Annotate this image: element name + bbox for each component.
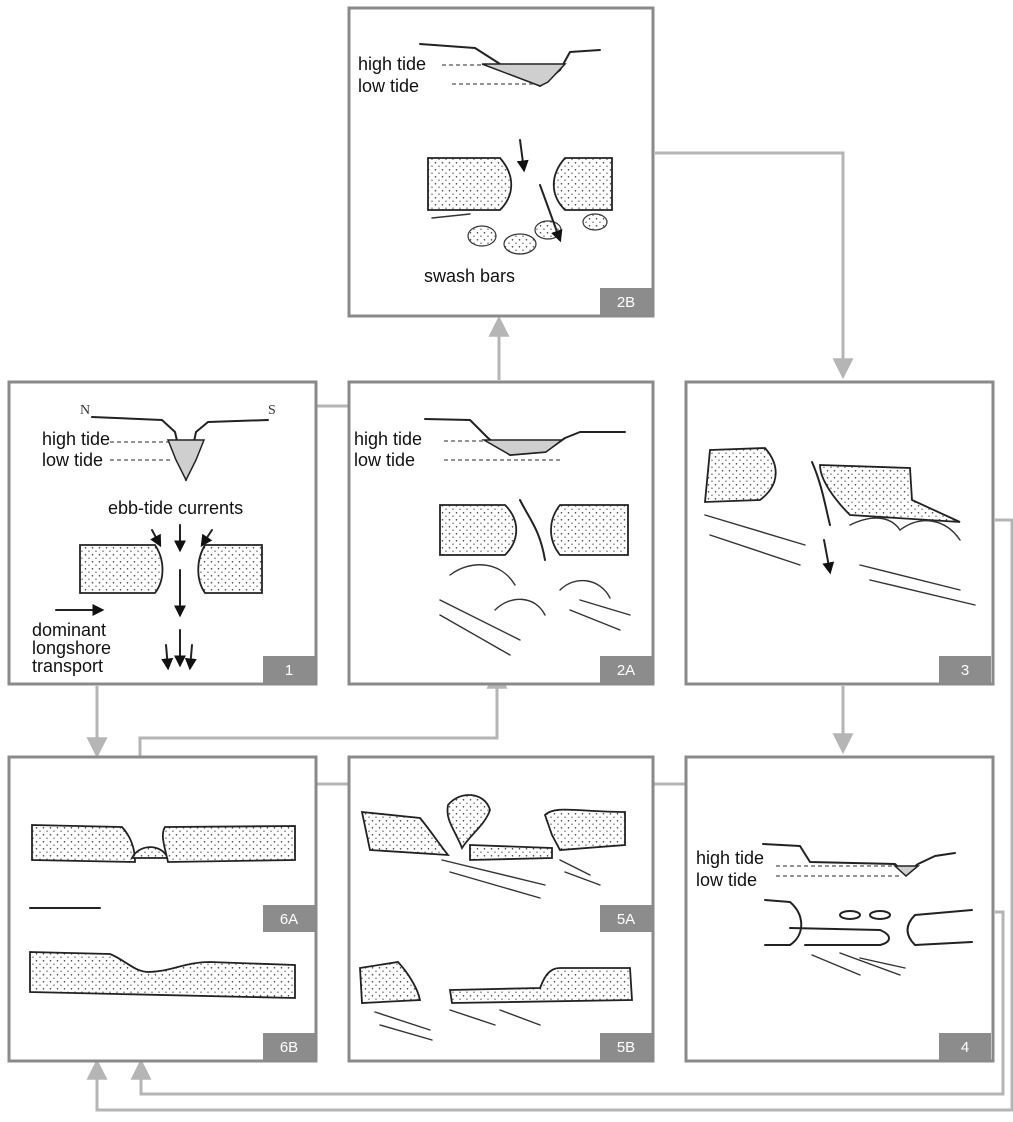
high-tide-label: high tide xyxy=(42,429,110,449)
panel-tag-5a: 5A xyxy=(617,911,635,928)
high-tide-label: high tide xyxy=(354,429,422,449)
panel-4: high tide low tide 4 xyxy=(686,757,993,1061)
low-tide-label: low tide xyxy=(358,76,419,96)
low-tide-label: low tide xyxy=(696,870,757,890)
panel-tag-1: 1 xyxy=(285,662,293,679)
barrier-right xyxy=(545,810,625,850)
panel-2a: high tide low tide 2A xyxy=(349,382,653,684)
barrier-right xyxy=(163,826,295,862)
compass-n: N xyxy=(80,403,90,418)
barrier-right xyxy=(551,505,628,555)
high-tide-label: high tide xyxy=(696,848,764,868)
transport-label-1: dominant xyxy=(32,620,106,640)
panel-tag-2a: 2A xyxy=(617,662,635,679)
low-tide-label: low tide xyxy=(354,450,415,470)
barrier-left xyxy=(32,825,135,862)
panel-5: 5A 5B xyxy=(349,757,653,1061)
panel-1: N S high tide low tide ebb-tide currents… xyxy=(9,382,316,684)
barrier-right xyxy=(198,545,262,593)
panel-tag-4: 4 xyxy=(961,1039,969,1056)
barrier-left xyxy=(428,158,511,210)
barrier-left xyxy=(705,448,776,502)
panel-tag-6b: 6B xyxy=(280,1039,298,1056)
low-tide-label: low tide xyxy=(42,450,103,470)
ebb-tide-currents-label: ebb-tide currents xyxy=(108,498,243,518)
compass-s: S xyxy=(268,403,276,418)
panel-tag-3: 3 xyxy=(961,662,969,679)
panel-tag-6a: 6A xyxy=(280,911,298,928)
panel-6: 6A 6B xyxy=(9,757,316,1061)
panel-tag-5b: 5B xyxy=(617,1039,635,1056)
panel-3: 3 xyxy=(686,382,993,684)
transport-label-2: longshore xyxy=(32,638,111,658)
swash-bars-label: swash bars xyxy=(424,266,515,286)
arrow-2b-to-3 xyxy=(655,153,843,375)
panel-2b: high tide low tide swash bars 2B xyxy=(349,8,653,316)
barrier-left xyxy=(80,545,163,593)
panel-tag-2b: 2B xyxy=(617,294,635,311)
channel-fill xyxy=(470,845,552,860)
barrier-right xyxy=(554,158,612,210)
high-tide-label: high tide xyxy=(358,54,426,74)
transport-label-3: transport xyxy=(32,656,103,676)
barrier-left xyxy=(440,505,516,555)
